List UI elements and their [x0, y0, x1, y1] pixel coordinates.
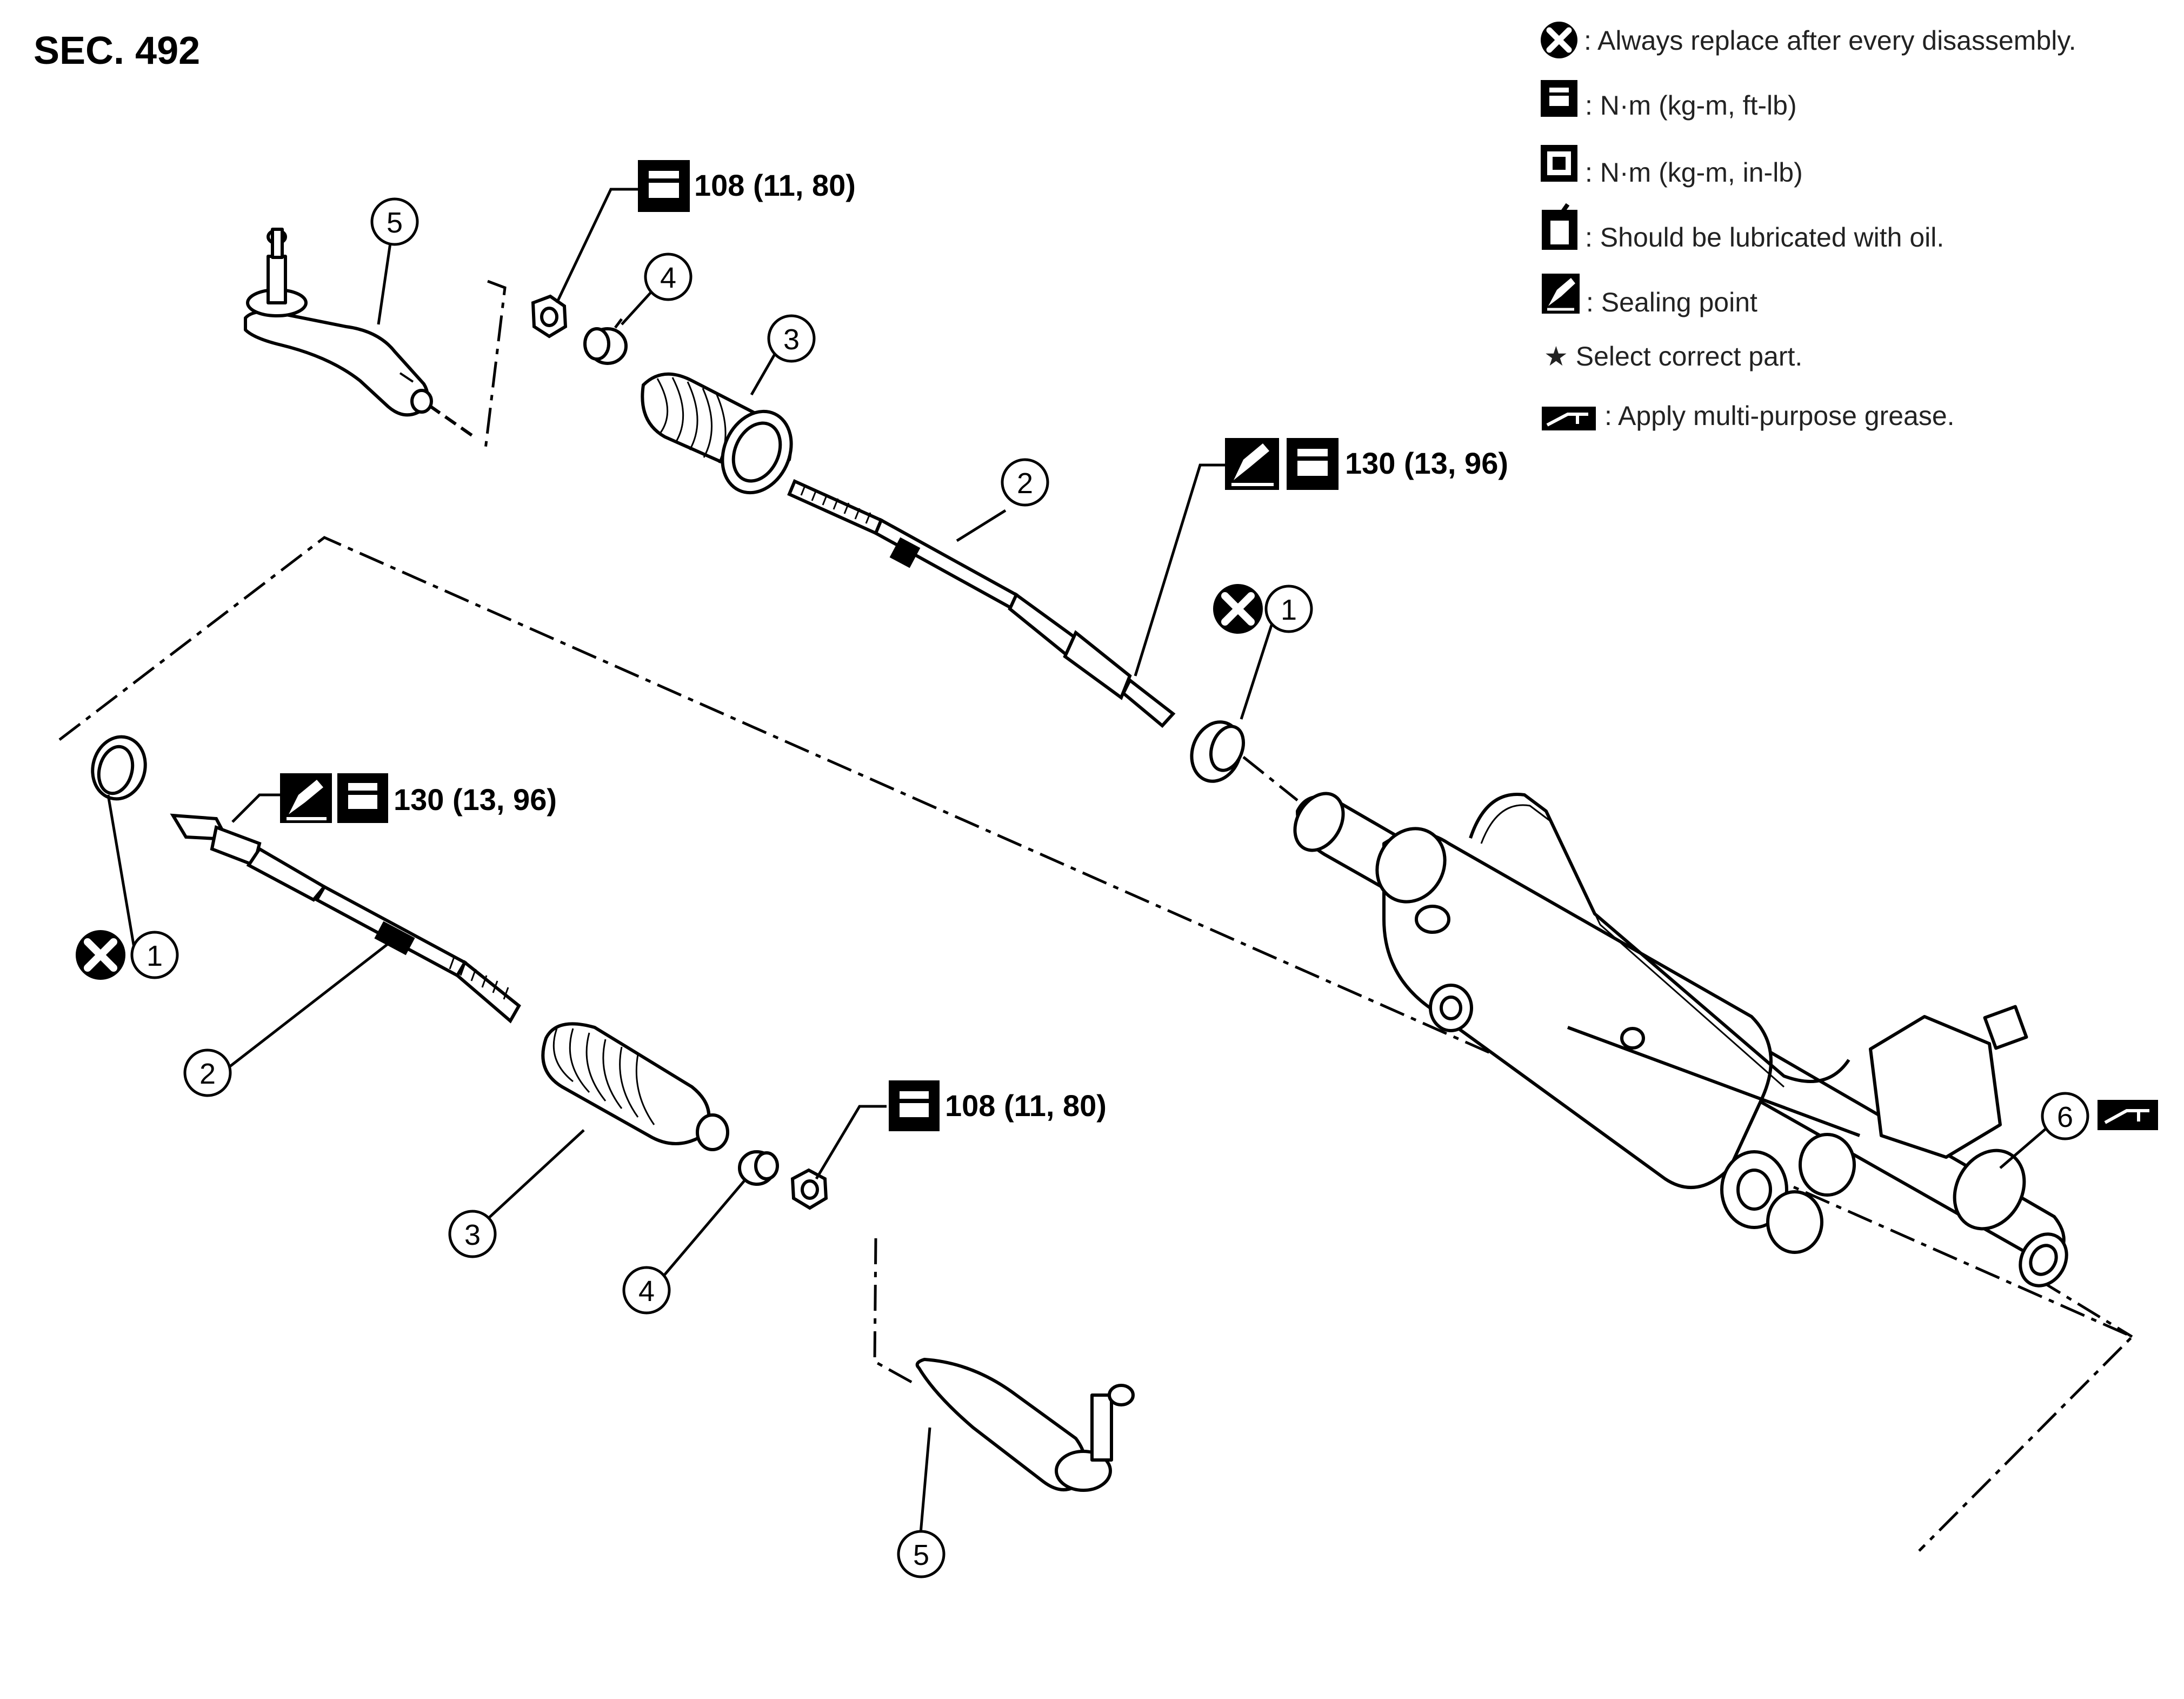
inner-tie-rod-upper: [787, 479, 1176, 728]
callout-1-lower: 1: [130, 931, 179, 979]
legend-torque-inlb-text: : N·m (kg-m, in-lb): [1585, 157, 1803, 188]
svg-text:3: 3: [783, 323, 800, 356]
svg-text:4: 4: [638, 1275, 655, 1308]
outer-tie-rod-end-lower: [915, 1358, 1135, 1492]
grease-gun-icon: [2098, 1100, 2158, 1130]
legend-star-text: ★ Select correct part.: [1544, 341, 1802, 371]
svg-text:5: 5: [387, 207, 403, 239]
boot-lower: [541, 1022, 729, 1151]
legend-oil-text: : Should be lubricated with oil.: [1585, 222, 1944, 253]
inner-tie-rod-lower: [170, 813, 521, 1024]
torque-wrench-icon: [638, 160, 690, 212]
svg-text:1: 1: [147, 940, 163, 972]
sealing-point-icon: [280, 773, 332, 823]
svg-text:1: 1: [1281, 594, 1297, 626]
clamp-lower: [738, 1150, 779, 1186]
boot-upper: [641, 372, 793, 495]
torque-label-inner-rod-lower: 130 (13, 96): [394, 782, 557, 817]
oil-can-icon: [1542, 203, 1577, 250]
legend-grease-text: : Apply multi-purpose grease.: [1604, 401, 1955, 431]
hex-nut-upper: [531, 294, 568, 339]
section-title: SEC. 492: [34, 29, 200, 72]
replace-x-icon: [1213, 584, 1263, 634]
seal-ring-lower: [91, 735, 147, 801]
callout-5-lower: 5: [897, 1530, 945, 1578]
assembly-outline: [58, 280, 2135, 1552]
torque-label-nut-upper: 108 (11, 80): [694, 168, 856, 202]
torque-label-inner-rod-upper: 130 (13, 96): [1345, 446, 1508, 480]
callout-6: 6: [2041, 1092, 2089, 1140]
outer-tie-rod-end-upper: [244, 228, 477, 440]
callout-3-lower: 3: [448, 1210, 497, 1258]
svg-text:2: 2: [1017, 467, 1033, 500]
torque-label-nut-lower: 108 (11, 80): [945, 1089, 1107, 1123]
svg-text:2: 2: [199, 1058, 216, 1090]
legend-torque-ftlb-text: : N·m (kg-m, ft-lb): [1585, 90, 1797, 121]
callout-4-lower: 4: [622, 1266, 671, 1315]
torque-wrench-icon: [1541, 80, 1577, 117]
legend-sealing-text: : Sealing point: [1586, 287, 1757, 317]
callout-5-upper: 5: [370, 197, 419, 246]
legend: : Always replace after every disassembly…: [1541, 22, 2076, 431]
svg-text:4: 4: [660, 262, 676, 294]
leader-lines: [106, 188, 2063, 1552]
sealing-point-icon: [1225, 438, 1279, 490]
grease-gun-icon: [1542, 407, 1596, 430]
callout-3-upper: 3: [767, 314, 816, 363]
replace-x-icon: [1541, 22, 1577, 58]
callout-2-upper: 2: [1001, 458, 1049, 507]
legend-replace-text: : Always replace after every disassembly…: [1584, 25, 2076, 56]
callout-1-upper: 1: [1264, 585, 1313, 633]
steering-gear-assembly: [1293, 792, 2068, 1287]
svg-text:5: 5: [913, 1539, 929, 1571]
svg-text:6: 6: [2057, 1101, 2073, 1133]
callout-4-upper: 4: [644, 253, 693, 301]
callout-2-lower: 2: [183, 1048, 232, 1097]
clamp-upper: [583, 318, 628, 365]
seal-ring-upper: [1190, 720, 1245, 783]
torque-wrench-icon: [889, 1080, 940, 1131]
sealing-point-icon: [1542, 274, 1580, 314]
hex-nut-lower: [790, 1168, 828, 1210]
torque-wrench-icon: [1287, 438, 1339, 490]
replace-x-icon: [76, 930, 125, 980]
torque-wrench-icon: [337, 773, 388, 823]
svg-text:3: 3: [464, 1219, 481, 1251]
callouts: 5 4 3 2 1 1 2 3 4 5 6: [130, 197, 2089, 1578]
torque-wrench-inlb-icon: [1541, 145, 1577, 182]
